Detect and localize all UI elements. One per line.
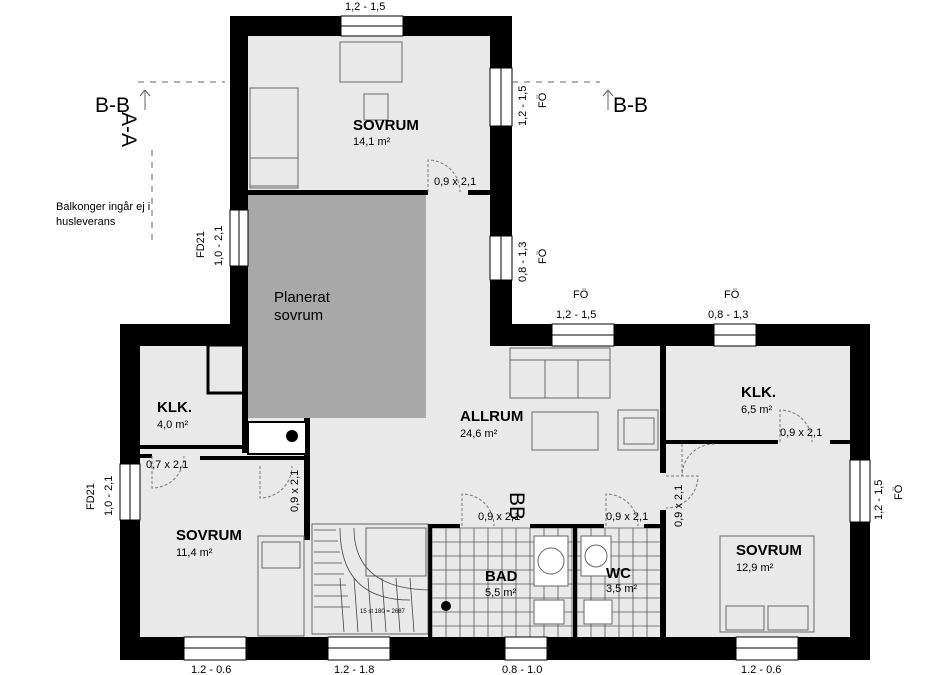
- window-dim-bottom-2: 1.2 - 1.8: [334, 664, 374, 675]
- door-dim-sovrum-left: 0,9 x 2,1: [289, 470, 301, 512]
- section-aa: A-A: [117, 112, 140, 147]
- stair-label: 15 st 180 = 2687: [360, 609, 406, 615]
- window-dim-bottom-3: 0.8 - 1.0: [502, 664, 542, 675]
- room-area-sovrum-left: 11,4 m²: [176, 547, 213, 559]
- fo-tag-4: FÖ: [724, 289, 740, 301]
- fo-tag-1: FÖ: [537, 92, 549, 108]
- room-name-allrum: ALLRUM: [460, 408, 523, 425]
- door-dim-sovrum-top: 0,9 x 2,1: [434, 176, 476, 188]
- fo-tag-3: FÖ: [573, 289, 589, 301]
- section-lines: [138, 81, 614, 240]
- window-dim-fd-lower: 1,0 - 2,1: [103, 476, 115, 516]
- windows: [119, 15, 871, 661]
- room-name-klk-right: KLK.: [741, 384, 776, 401]
- room-area-sovrum-right: 12,9 m²: [736, 562, 774, 574]
- window-dim-right-side: 1,2 - 1,5: [873, 480, 885, 520]
- door-dim-klk-left: 0,7 x 2,1: [146, 459, 188, 471]
- balcony-note-1: Balkonger ingår ej i: [56, 201, 150, 213]
- room-name-klk-left: KLK.: [157, 399, 192, 416]
- room-area-bad: 5,5 m²: [485, 587, 517, 599]
- room-name-wc: WC: [606, 565, 631, 582]
- room-area-klk-left: 4,0 m²: [157, 419, 189, 431]
- planned-bedroom-area: [248, 195, 426, 418]
- room-area-sovrum-top: 14,1 m²: [353, 136, 391, 148]
- fd-tag-upper: FD21: [195, 231, 207, 258]
- window-dim-allrum-top: 1,2 - 1,5: [556, 309, 596, 321]
- door-dim-bad: 0,9 x 2,1: [478, 511, 520, 523]
- section-bb-mid: BB: [505, 492, 528, 520]
- room-name-sovrum-right: SOVRUM: [736, 542, 802, 559]
- interior-walls: [140, 190, 850, 637]
- door-dim-klk-right: 0,9 x 2,1: [780, 427, 822, 439]
- room-name-bad: BAD: [485, 568, 518, 585]
- fo-tag-5: FÖ: [893, 484, 905, 500]
- window-dim-fd-upper: 1,0 - 2,1: [213, 226, 225, 266]
- window-dim-top-right: 1,2 - 1,5: [517, 86, 529, 126]
- room-area-wc: 3,5 m²: [606, 583, 638, 595]
- fo-tag-2: FÖ: [537, 248, 549, 264]
- room-area-klk-right: 6,5 m²: [741, 404, 773, 416]
- door-dim-sovrum-right: 0,9 x 2,1: [673, 485, 685, 527]
- planned-label-2: sovrum: [274, 307, 323, 324]
- room-area-allrum: 24,6 m²: [460, 428, 498, 440]
- balcony-note-2: husleverans: [56, 216, 116, 228]
- planned-label-1: Planerat: [274, 289, 331, 306]
- drain-dot: [441, 601, 451, 611]
- section-bb-left: B-B: [95, 94, 130, 117]
- window-dim-mid-right: 0,8 - 1,3: [517, 242, 529, 282]
- window-dim-bottom-1: 1.2 - 0.6: [191, 664, 231, 675]
- window-dim-top: 1,2 - 1,5: [345, 1, 385, 13]
- furniture: [249, 41, 815, 637]
- staircase: [311, 523, 429, 635]
- room-name-sovrum-top: SOVRUM: [353, 117, 419, 134]
- labels: SOVRUM 14,1 m² Planerat sovrum KLK. 4,0 …: [56, 1, 905, 675]
- door-swings: [151, 159, 813, 527]
- section-bb-right: B-B: [613, 94, 648, 117]
- window-dim-klk-right-top: 0,8 - 1,3: [708, 309, 748, 321]
- window-dim-bottom-4: 1.2 - 0.6: [741, 664, 781, 675]
- room-name-sovrum-left: SOVRUM: [176, 527, 242, 544]
- fd-tag-lower: FD21: [85, 483, 97, 510]
- door-dim-wc: 0,9 x 2,1: [606, 511, 648, 523]
